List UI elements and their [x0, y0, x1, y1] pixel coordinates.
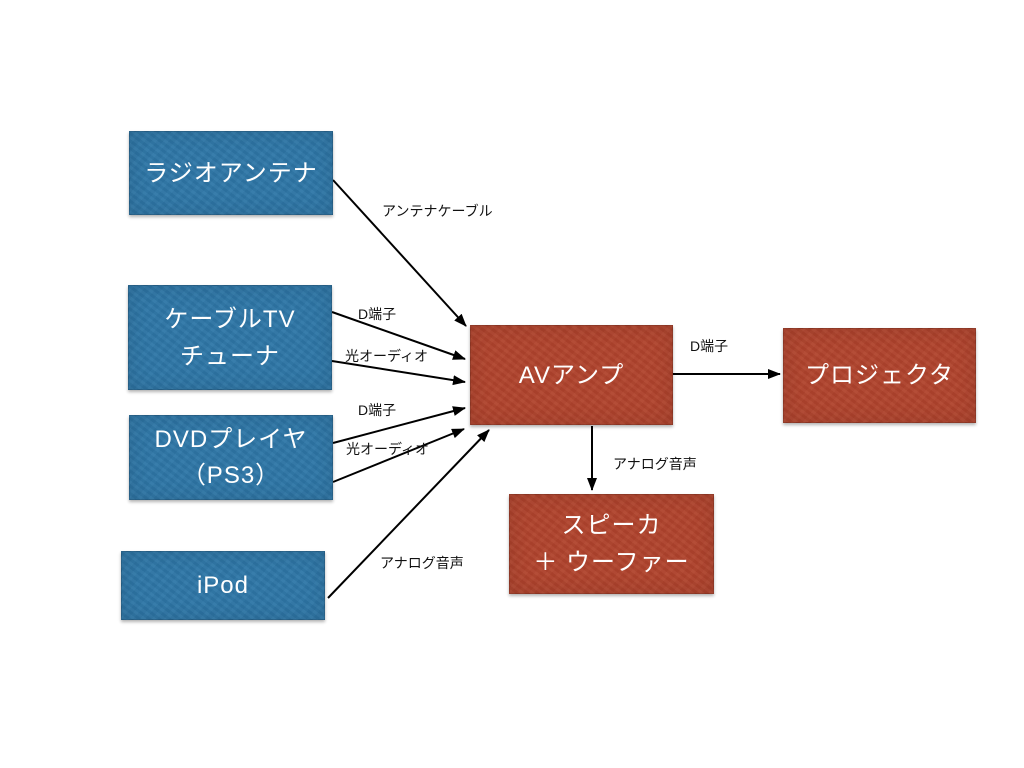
node-projector: プロジェクタ	[783, 328, 976, 423]
node-projector-label: プロジェクタ	[804, 362, 955, 389]
node-radio-antenna-label: ラジオアンテナ	[144, 159, 318, 187]
node-dvd-player-label-line2: （PS3）	[181, 461, 281, 489]
arrow-dvd-optical-to-amp	[332, 428, 465, 483]
node-av-amp: AVアンプ	[470, 325, 673, 425]
node-dvd-player-label-line1: DVDプレイヤ	[154, 425, 308, 453]
edge-label-cable-tv-optical-audio: 光オーディオ	[345, 348, 429, 364]
edge-label-dvd-optical-audio: 光オーディオ	[346, 441, 430, 457]
node-ipod: iPod	[121, 551, 325, 620]
arrow-dvd-d-to-amp	[332, 406, 466, 444]
arrow-ipod-to-amp	[327, 429, 490, 599]
node-dvd-player: DVDプレイヤ （PS3）	[129, 415, 333, 500]
node-speaker-woofer: スピーカ ＋ ウーファー	[509, 494, 714, 594]
node-speaker-woofer-label-line2: ＋ ウーファー	[533, 549, 690, 576]
edge-label-amp-to-speaker-analog-audio: アナログ音声	[613, 456, 697, 472]
arrow-cabletv-d-to-amp	[331, 311, 466, 360]
edge-label-dvd-d-terminal: D端子	[358, 402, 397, 418]
arrow-radio-to-amp	[332, 179, 467, 327]
node-cable-tv-tuner-label-line2: チューナ	[180, 342, 280, 370]
edge-label-ipod-analog-audio: アナログ音声	[380, 555, 464, 571]
node-speaker-woofer-label-line1: スピーカ	[561, 512, 662, 539]
edge-label-amp-to-projector-d-terminal: D端子	[690, 338, 729, 354]
edge-label-cable-tv-d-terminal: D端子	[358, 306, 397, 322]
edge-label-antenna-cable: アンテナケーブル	[382, 203, 493, 219]
node-av-amp-label: AVアンプ	[518, 361, 625, 389]
node-radio-antenna: ラジオアンテナ	[129, 131, 333, 215]
arrow-cabletv-optical-to-amp	[331, 360, 466, 386]
node-cable-tv-tuner: ケーブルTV チューナ	[128, 285, 332, 390]
node-cable-tv-tuner-label-line1: ケーブルTV	[164, 305, 296, 333]
node-ipod-label: iPod	[196, 572, 250, 599]
